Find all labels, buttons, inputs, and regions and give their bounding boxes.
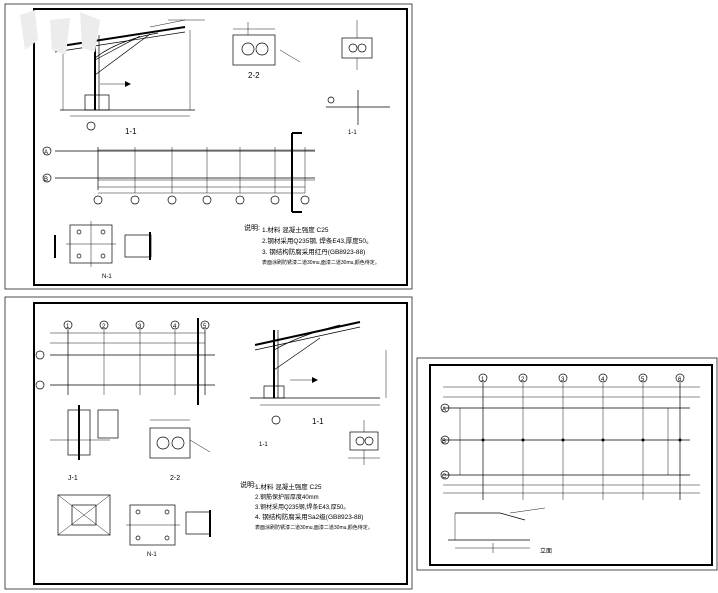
top-section-label: 1-1: [125, 127, 137, 136]
top-detail-label-2: 2-2: [248, 71, 260, 80]
bl-detail-label-1: J-1: [68, 475, 78, 482]
bl-axis-1: 1: [66, 324, 70, 330]
right-axis-a: A: [442, 407, 446, 413]
top-notes: 说明: 1.材料 混凝土强度 C25 2.钢材采用Q235钢, 焊条E43,厚度…: [244, 223, 380, 266]
right-plan: A B C 1 2 3 4 5 6: [440, 373, 700, 500]
top-axis-b: B: [44, 177, 48, 183]
right-axis-1: 1: [481, 377, 485, 383]
bl-note-4: 4. 钢结构防腐采用Sa2级(GB8923-88): [255, 512, 363, 521]
sheet-top-frame: [4, 3, 413, 290]
bl-detail-label-3: 1-1: [259, 442, 268, 448]
top-note-4: 表面涂刷防锈漆二道30mu,面漆二道30mu,颜色待定。: [262, 259, 380, 266]
bl-note-3: 3.钢材采用Q235钢,焊条E43,厚50。: [255, 503, 349, 511]
top-detail-bolt: 1-1: [326, 20, 390, 136]
top-base-plate: N-1: [54, 221, 152, 280]
bl-base-plates: N-1: [57, 494, 211, 558]
sheet-bottom-left-frame: [4, 296, 413, 590]
top-detail-2-2: 2-2: [232, 22, 301, 80]
right-elevation: 立面: [448, 507, 552, 555]
right-axis-b: B: [442, 439, 446, 445]
top-plan-grid: A B: [42, 132, 315, 213]
right-axis-5: 5: [641, 377, 645, 383]
bl-axis-3: 3: [138, 324, 142, 330]
top-detail-label-3: 1-1: [348, 130, 357, 136]
bl-detail-2-2: 2-2: [149, 419, 211, 482]
right-axis-3: 3: [561, 377, 565, 383]
right-axis-c: C: [442, 474, 447, 480]
top-axis-a: A: [44, 150, 48, 156]
bl-section-label: 1-1: [312, 417, 324, 426]
bl-detail-bolt: 1-1: [259, 420, 380, 465]
top-note-1: 1.材料 混凝土强度 C25: [262, 225, 329, 234]
top-note-3: 3. 钢结构防腐采用红丹(GB8923-88): [262, 247, 365, 256]
sheet-right-frame: [416, 357, 718, 571]
bl-note-5: 表面涂刷防锈漆二道30mu,面漆二道30mu,颜色待定。: [255, 524, 373, 531]
bl-note-1: 1.材料 混凝土强度 C25: [255, 482, 322, 491]
right-elevation-label: 立面: [540, 547, 552, 555]
right-axis-6: 6: [678, 377, 682, 383]
bl-base-label: N-1: [147, 552, 157, 558]
bl-canopy-section: 1-1: [250, 321, 387, 426]
top-notes-heading: 说明:: [244, 223, 260, 232]
top-base-label: N-1: [102, 274, 112, 280]
bl-notes: 说明: 1.材料 混凝土强度 C25 2.钢筋保护层厚度40mm 3.钢材采用Q…: [240, 480, 373, 531]
bl-plan: 1 2 3 4 5: [35, 318, 215, 405]
right-axis-4: 4: [601, 377, 605, 383]
bl-notes-heading: 说明:: [240, 480, 256, 489]
bl-axis-4: 4: [173, 324, 177, 330]
bl-column-detail: J-1: [50, 405, 119, 482]
bl-axis-5: 5: [203, 324, 207, 330]
bl-axis-2: 2: [102, 324, 106, 330]
right-axis-2: 2: [521, 377, 525, 383]
top-note-2: 2.钢材采用Q235钢, 焊条E43,厚度50。: [262, 236, 373, 245]
watermark-logo-icon: [20, 10, 100, 55]
bl-note-2: 2.钢筋保护层厚度40mm: [255, 493, 319, 501]
bl-detail-label-2: 2-2: [170, 475, 180, 482]
